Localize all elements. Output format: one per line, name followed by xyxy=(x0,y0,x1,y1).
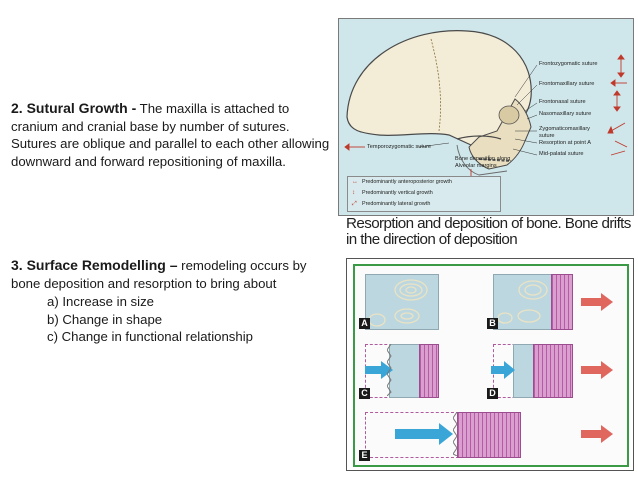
surface-remodelling-paragraph: 3. Surface Remodelling – remodeling occu… xyxy=(11,257,336,346)
sutural-growth-body: The maxilla is attached to cranium and c… xyxy=(11,101,330,169)
bone-remodeling-figure: A B xyxy=(346,258,634,471)
panel-b: B xyxy=(487,272,623,332)
panel-label: E xyxy=(359,450,370,461)
legend-item: ↔Predominantly anteroposterior growth xyxy=(352,179,452,185)
horizontal-arrow-icon: ↔ xyxy=(352,179,358,185)
diagonal-arrow-icon: ⤢ xyxy=(352,201,357,207)
list-item: a) Increase in size xyxy=(47,294,155,309)
panel-label: B xyxy=(487,318,498,329)
label-zygomaticomaxillary-2: suture xyxy=(539,133,555,139)
panel-e: E xyxy=(359,408,623,462)
blue-arrow-icon xyxy=(365,361,393,379)
deposition-layer xyxy=(419,344,439,398)
red-arrow-icon xyxy=(581,425,613,443)
surface-remodelling-list: a) Increase in size b) Change in shape c… xyxy=(11,293,336,346)
surface-remodelling-heading: 3. Surface Remodelling – xyxy=(11,257,178,273)
red-arrow-icon xyxy=(581,361,613,379)
label-midpalatal: Mid-palatal suture xyxy=(539,151,584,157)
label-temporozygomatic: Temporozygomatic suture xyxy=(367,144,432,150)
panel-label: A xyxy=(359,318,370,329)
panel-a: A xyxy=(359,272,479,332)
remodeling-caption: Resorption and deposition of bone. Bone … xyxy=(346,215,631,248)
label-nasomaxillary: Nasomaxillary suture xyxy=(539,111,592,117)
skull-illustration xyxy=(344,30,628,179)
remodeling-panels-frame: A B xyxy=(353,264,629,467)
sutural-growth-paragraph: 2. Sutural Growth - The maxilla is attac… xyxy=(11,100,336,170)
deposition-layer xyxy=(457,412,521,458)
bone-lamellae-illustration xyxy=(497,280,548,324)
skull-sutures-figure: Frontozygomatic suture Frontomaxillary s… xyxy=(338,18,634,216)
bone-block xyxy=(389,344,421,398)
vertical-arrow-icon: ↕ xyxy=(352,190,355,196)
resorption-edge-icon xyxy=(387,344,392,396)
bone-lamellae-illustration xyxy=(368,279,428,327)
list-item: b) Change in shape xyxy=(47,311,163,327)
label-frontonasal: Frontonasal suture xyxy=(539,99,586,105)
bone-block xyxy=(365,274,439,330)
panel-label: C xyxy=(359,388,370,399)
surface-remodelling-body: remodeling occurs by bone deposition and… xyxy=(11,258,307,291)
list-item: c) Change in functional relationship xyxy=(47,329,253,344)
deposition-layer xyxy=(551,274,573,330)
legend-item: ⤢Predominantly lateral growth xyxy=(352,201,431,207)
label-frontomaxillary: Frontomaxillary suture xyxy=(539,81,595,87)
growth-legend: ↔Predominantly anteroposterior growth ↕P… xyxy=(347,176,501,212)
panel-d: D xyxy=(487,340,623,402)
blue-arrow-icon xyxy=(491,361,515,379)
resorption-edge-icon xyxy=(453,412,458,456)
label-frontozygomatic: Frontozygomatic suture xyxy=(539,61,598,67)
sutural-growth-heading: 2. Sutural Growth - xyxy=(11,100,137,116)
panel-c: C xyxy=(359,340,479,402)
label-resorption-point-a: Resorption at point A xyxy=(539,140,591,146)
legend-item: ↕Predominantly vertical growth xyxy=(352,190,433,196)
label-zygomaticomaxillary: Zygomaticomaxillary xyxy=(539,126,590,132)
label-alveolar-margins: Alveolar margins xyxy=(455,163,497,169)
deposition-layer xyxy=(533,344,573,398)
blue-arrow-icon xyxy=(395,423,453,445)
label-bone-deposition: Bone deposition along xyxy=(455,156,511,162)
panel-label: D xyxy=(487,388,498,399)
red-arrow-icon xyxy=(581,293,613,311)
